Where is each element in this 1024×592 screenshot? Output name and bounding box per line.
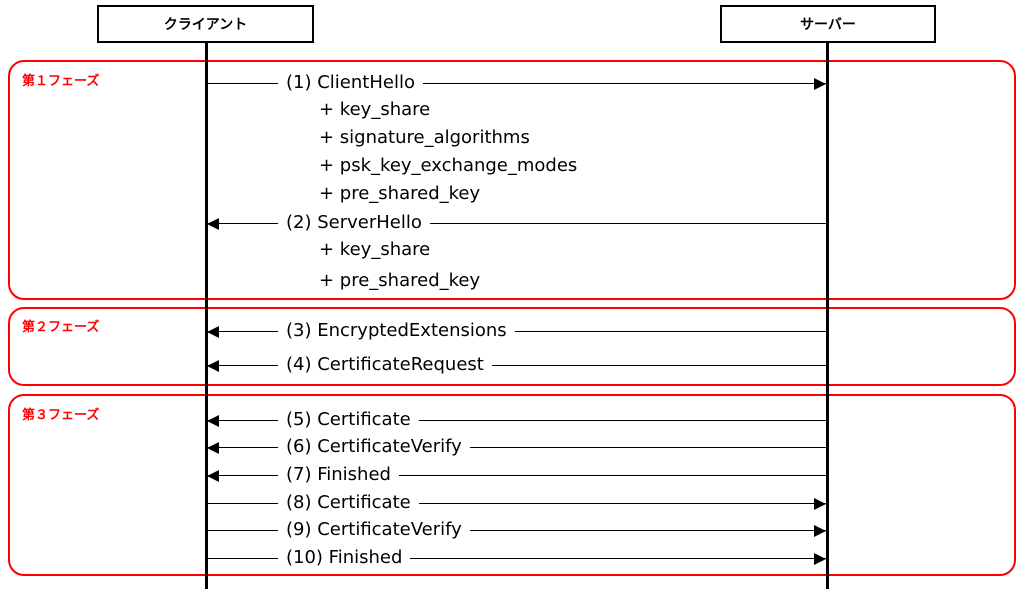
phase-3-box xyxy=(8,394,1016,576)
server-lifeline xyxy=(826,43,829,589)
phase-2-box xyxy=(8,307,1016,386)
message-label: (10) Finished xyxy=(278,547,411,569)
message-arrow-line xyxy=(207,365,826,366)
message-label: (8) Certificate xyxy=(278,492,419,514)
message-arrow-line xyxy=(207,331,826,332)
message-arrow-line xyxy=(207,420,826,421)
arrow-head-right-icon xyxy=(814,524,826,537)
message-arrow-line xyxy=(207,558,826,559)
message-label: (2) ServerHello xyxy=(278,212,430,234)
message-arrow-line xyxy=(207,447,826,448)
message-arrow-line xyxy=(207,475,826,476)
server-actor-box: サーバー xyxy=(720,5,936,43)
client-hello-ext-1: + key_share xyxy=(319,99,431,120)
message-arrow-line xyxy=(207,530,826,531)
client-lifeline xyxy=(205,43,208,589)
client-hello-ext-2: + signature_algorithms xyxy=(319,127,530,148)
server-hello-ext-2: + pre_shared_key xyxy=(319,270,481,291)
arrow-head-right-icon xyxy=(814,497,826,510)
message-label: (5) Certificate xyxy=(278,409,419,431)
arrow-head-right-icon xyxy=(814,552,826,565)
message-label: (6) CertificateVerify xyxy=(278,436,470,458)
message-label: (9) CertificateVerify xyxy=(278,519,470,541)
arrow-head-left-icon xyxy=(207,414,219,427)
arrow-head-left-icon xyxy=(207,217,219,230)
arrow-head-left-icon xyxy=(207,359,219,372)
message-arrow-line xyxy=(207,223,826,224)
phase-3-label: 第３フェーズ xyxy=(22,408,100,423)
phase-2-label: 第２フェーズ xyxy=(22,320,100,335)
arrow-head-left-icon xyxy=(207,325,219,338)
arrow-head-left-icon xyxy=(207,469,219,482)
message-label: (7) Finished xyxy=(278,464,399,486)
server-hello-ext-1: + key_share xyxy=(319,239,431,260)
phase-1-label: 第１フェーズ xyxy=(22,74,100,89)
client-hello-ext-3: + psk_key_exchange_modes xyxy=(319,155,578,176)
message-label: (4) CertificateRequest xyxy=(278,354,492,376)
message-label: (3) EncryptedExtensions xyxy=(278,320,515,342)
arrow-head-right-icon xyxy=(814,77,826,90)
client-actor-label: クライアント xyxy=(163,17,248,33)
arrow-head-left-icon xyxy=(207,441,219,454)
client-hello-ext-4: + pre_shared_key xyxy=(319,183,481,204)
client-actor-box: クライアント xyxy=(97,5,314,43)
server-actor-label: サーバー xyxy=(800,17,856,33)
message-label: (1) ClientHello xyxy=(278,72,423,94)
phase-1-box xyxy=(8,60,1016,300)
message-arrow-line xyxy=(207,503,826,504)
message-arrow-line xyxy=(207,83,826,84)
